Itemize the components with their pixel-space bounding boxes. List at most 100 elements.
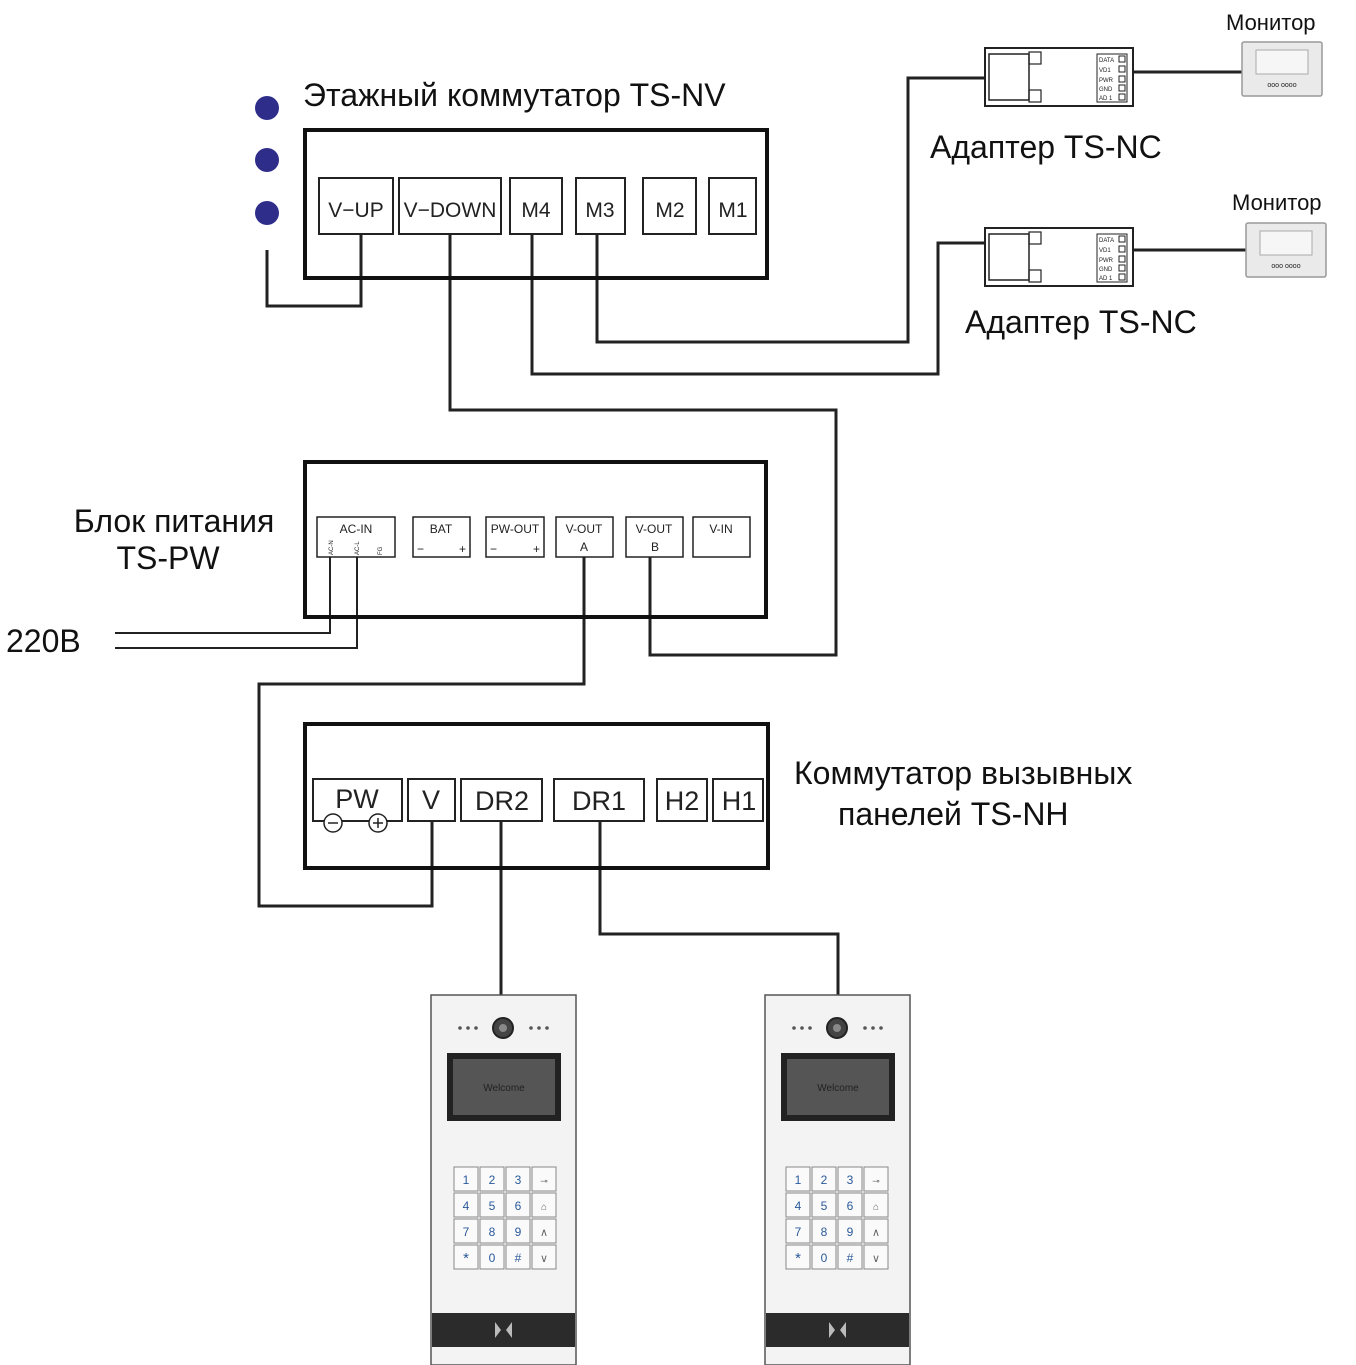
floor-switch-terminals: V−UP V−DOWN M4 M3 M2 M1 xyxy=(318,177,757,235)
key-2: 2 xyxy=(821,1173,828,1187)
panel-switch-title-1: Коммутатор вызывных xyxy=(794,755,1132,791)
terminal-m1: M1 xyxy=(718,199,747,222)
terminal-pw-out: PW-OUT xyxy=(491,522,540,536)
power-supply: Блок питания TS-PW AC-IN AC-N AC-L FG BA… xyxy=(74,460,768,619)
key-0: 0 xyxy=(489,1251,496,1265)
terminal-h2: H2 xyxy=(665,786,700,816)
bat-minus: − xyxy=(417,542,424,556)
adapter-pin-pwr: PWR xyxy=(1099,258,1114,264)
terminal-dr2: DR2 xyxy=(475,786,529,816)
key-3: 3 xyxy=(515,1173,522,1187)
call-panel-2: Welcome 1 2 3 ⊸ 4 5 6 ⌂ 7 8 9 ∧ * xyxy=(764,994,911,1365)
power-supply-title-1: Блок питания xyxy=(74,503,275,539)
key-3: 3 xyxy=(847,1173,854,1187)
key-icon: ⊸ xyxy=(540,1176,548,1186)
pwout-minus: − xyxy=(490,542,497,556)
adapter-pin-pwr: PWR xyxy=(1099,78,1114,84)
call-panel-1: Welcome 1 2 3 ⊸ 4 5 6 ⌂ 7 8 9 ∧ * xyxy=(430,994,577,1365)
key-star: * xyxy=(463,1250,469,1267)
key-7: 7 xyxy=(463,1225,470,1239)
pwout-plus: + xyxy=(533,542,540,556)
wire-vouta xyxy=(257,557,586,908)
monitor-bottom: ooo oooo xyxy=(1245,222,1327,278)
key-6: 6 xyxy=(847,1199,854,1213)
key-down-icon: ∨ xyxy=(872,1253,880,1265)
key-2: 2 xyxy=(489,1173,496,1187)
key-home-icon: ⌂ xyxy=(873,1202,879,1213)
key-4: 4 xyxy=(463,1199,470,1213)
floor-switch-title: Этажный коммутатор TS-NV xyxy=(303,77,726,113)
acin-pin-l: AC-L xyxy=(355,541,361,555)
terminal-v-out-a: V-OUT xyxy=(566,522,603,536)
terminal-ac-in: AC-IN xyxy=(340,522,373,536)
terminal-m4: M4 xyxy=(521,199,550,222)
indicator-dot xyxy=(255,148,279,172)
acin-pin-n: AC-N xyxy=(329,540,335,555)
panel-switch-box xyxy=(303,722,770,870)
monitor-buttons: ooo oooo xyxy=(1271,263,1300,270)
adapter-pin-vd1: VD1 xyxy=(1099,68,1111,74)
terminal-v-out-a-sub: A xyxy=(580,540,588,554)
terminal-v-up: V−UP xyxy=(328,199,383,222)
terminal-dr1: DR1 xyxy=(572,786,626,816)
keypad: 1 2 3 ⊸ 4 5 6 ⌂ 7 8 9 ∧ * 0 # ∨ xyxy=(453,1166,557,1270)
adapter-pin-ad1: AD 1 xyxy=(1099,96,1113,102)
adapter-pin-data: DATA xyxy=(1099,58,1114,64)
mains-wires xyxy=(115,557,358,649)
key-star: * xyxy=(795,1250,801,1267)
key-down-icon: ∨ xyxy=(540,1253,548,1265)
panel-switch-title-2: панелей TS-NH xyxy=(838,796,1069,832)
terminal-v-out-b: V-OUT xyxy=(636,522,673,536)
key-home-icon: ⌂ xyxy=(541,1202,547,1213)
terminal-h1: H1 xyxy=(722,786,757,816)
adapter-bottom-label: Адаптер TS-NC xyxy=(965,304,1197,340)
key-0: 0 xyxy=(821,1251,828,1265)
terminal-m2: M2 xyxy=(655,199,684,222)
adapter-top-label: Адаптер TS-NC xyxy=(930,129,1162,165)
terminal-v-down: V−DOWN xyxy=(404,199,497,222)
monitor-top-label: Монитор xyxy=(1226,10,1316,35)
key-4: 4 xyxy=(795,1199,802,1213)
key-5: 5 xyxy=(489,1199,496,1213)
acin-pin-fg: FG xyxy=(378,546,384,555)
key-6: 6 xyxy=(515,1199,522,1213)
key-8: 8 xyxy=(489,1225,496,1239)
panel-switch: Коммутатор вызывных панелей TS-NH PW V D… xyxy=(303,722,1132,870)
key-icon: ⊸ xyxy=(872,1176,880,1186)
monitor-buttons: ooo oooo xyxy=(1267,82,1296,89)
key-hash: # xyxy=(515,1251,522,1265)
adapter-pin-gnd: GND xyxy=(1099,87,1113,93)
adapter-bottom: DATA VD1 PWR GND AD 1 xyxy=(984,227,1134,287)
wire-vdown xyxy=(448,233,838,657)
floor-switch-box xyxy=(303,128,769,280)
key-up-icon: ∧ xyxy=(872,1227,880,1239)
key-1: 1 xyxy=(795,1173,802,1187)
key-7: 7 xyxy=(795,1225,802,1239)
terminal-m3: M3 xyxy=(585,199,614,222)
bat-plus: + xyxy=(459,542,466,556)
monitor-top: ooo oooo xyxy=(1241,41,1323,97)
adapter-pin-ad1: AD 1 xyxy=(1099,276,1113,282)
terminal-v-in: V-IN xyxy=(709,522,732,536)
mains-label: 220В xyxy=(6,623,81,659)
adapter-top: DATA VD1 PWR GND AD 1 xyxy=(984,47,1134,107)
terminal-pw: PW xyxy=(335,784,379,814)
key-5: 5 xyxy=(821,1199,828,1213)
adapter-pin-gnd: GND xyxy=(1099,267,1113,273)
key-hash: # xyxy=(847,1251,854,1265)
floor-switch: Этажный коммутатор TS-NV V−UP V−DOWN M4 … xyxy=(255,77,769,280)
terminal-v: V xyxy=(422,785,440,815)
key-up-icon: ∧ xyxy=(540,1227,548,1239)
wires xyxy=(257,70,1246,997)
adapter-pin-data: DATA xyxy=(1099,238,1114,244)
panel-screen-text: Welcome xyxy=(817,1083,859,1094)
monitor-bottom-label: Монитор xyxy=(1232,190,1322,215)
panel-screen-text: Welcome xyxy=(483,1083,525,1094)
key-9: 9 xyxy=(847,1225,854,1239)
terminal-v-out-b-sub: B xyxy=(651,540,659,554)
terminal-bat: BAT xyxy=(430,522,453,536)
key-9: 9 xyxy=(515,1225,522,1239)
wire-vup xyxy=(265,232,363,308)
power-supply-title-2: TS-PW xyxy=(116,540,220,576)
